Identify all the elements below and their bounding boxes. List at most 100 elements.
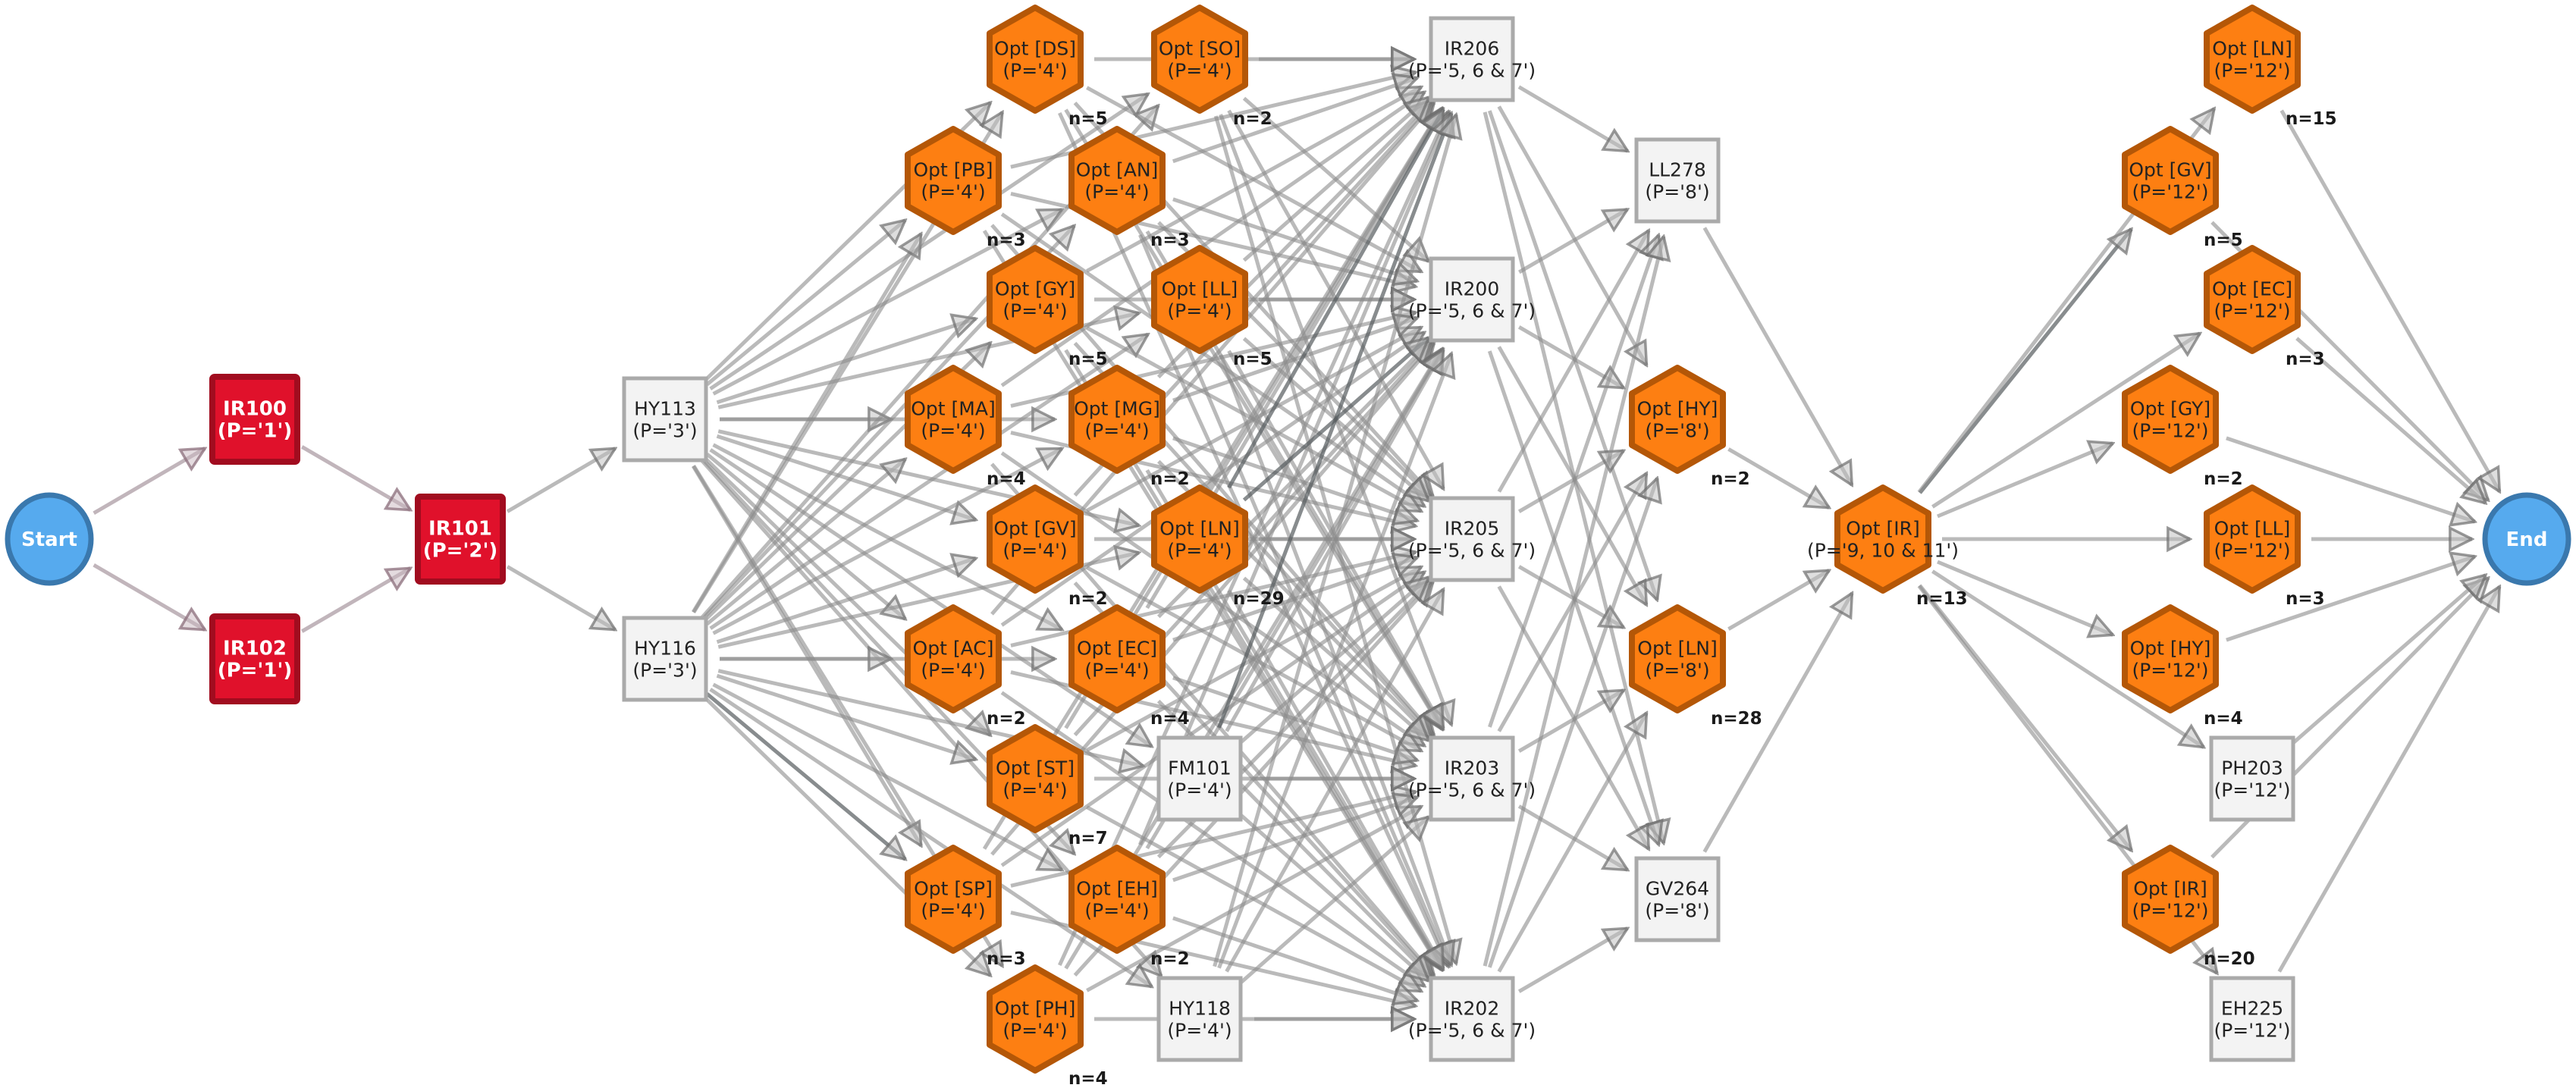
opt8_HY-hexagon-shape — [1629, 365, 1726, 474]
node-opt8_LN[interactable]: Opt [LN](P='8') — [1629, 604, 1726, 713]
opt9_IR-title: Opt [IR] — [1846, 518, 1920, 540]
node-PH203[interactable]: PH203(P='12') — [2209, 735, 2295, 822]
node-IR200[interactable]: IR200(P='5, 6 & 7') — [1408, 256, 1536, 343]
node-opt9_IR[interactable]: Opt [IR](P='9, 10 & 11') — [1807, 484, 1959, 594]
node-opt4_GV[interactable]: Opt [GV](P='4') — [987, 484, 1084, 594]
opt4_ST-period-label: (P='4') — [1002, 779, 1067, 801]
node-EH225[interactable]: EH225(P='12') — [2209, 976, 2295, 1062]
node-opt12_LN[interactable]: Opt [LN](P='12') — [2204, 5, 2301, 114]
opt4_LL-hexagon-shape — [1151, 245, 1248, 354]
edge-IR102-to-IR101 — [300, 566, 410, 633]
edge-IR206-to-opt8_LN — [1487, 110, 1657, 600]
edge-HY118-to-IR205 — [1225, 589, 1445, 973]
node-opt4_PB[interactable]: Opt [PB](P='4') — [905, 126, 1002, 235]
edge-HY116-to-opt4_GV — [716, 558, 977, 644]
node-opt4_EC[interactable]: Opt [EC](P='4') — [1068, 604, 1166, 713]
EH225-title: EH225 — [2221, 998, 2283, 1020]
opt12_LN-period-label: (P='12') — [2214, 60, 2290, 82]
opt12_IR-period-label: (P='12') — [2132, 900, 2208, 922]
node-opt4_SP[interactable]: Opt [SP](P='4') — [905, 845, 1002, 954]
node-opt4_EH[interactable]: Opt [EH](P='4') — [1068, 845, 1166, 954]
node-opt4_PH[interactable]: Opt [PH](P='4') — [987, 964, 1084, 1074]
opt4_ST-count-label: n=7 — [1068, 829, 1108, 848]
IR101-title: IR101 — [428, 518, 492, 541]
opt8_LN-period-label: (P='8') — [1645, 660, 1709, 682]
node-opt4_LN[interactable]: Opt [LN](P='4') — [1151, 484, 1248, 594]
node-start[interactable]: Start — [5, 492, 94, 586]
node-HY118[interactable]: HY118(P='4') — [1156, 976, 1243, 1062]
node-opt12_IR[interactable]: Opt [IR](P='12') — [2122, 845, 2219, 954]
edge-opt4_EH-to-IR202 — [1172, 916, 1417, 1001]
node-IR101[interactable]: IR101(P='2') — [415, 494, 506, 585]
node-opt12_GY[interactable]: Opt [GY](P='12') — [2122, 365, 2219, 474]
edge-IR203-to-LL278 — [1488, 235, 1658, 728]
node-opt4_MA[interactable]: Opt [MA](P='4') — [905, 365, 1002, 474]
node-opt8_HY[interactable]: Opt [HY](P='8') — [1629, 365, 1726, 474]
edge-opt9_IR-to-opt12_EC — [1931, 334, 2200, 509]
node-IR100[interactable]: IR100(P='1') — [209, 374, 300, 465]
node-opt12_EC[interactable]: Opt [EC](P='12') — [2204, 245, 2301, 354]
opt12_HY-count-label: n=4 — [2204, 709, 2243, 729]
opt4_AC-title: Opt [AC] — [913, 638, 994, 660]
opt12_LN-hexagon-shape — [2204, 5, 2301, 114]
opt12_GV-hexagon-shape — [2122, 126, 2219, 235]
opt12_GY-period-label: (P='12') — [2132, 420, 2208, 442]
node-opt4_MG[interactable]: Opt [MG](P='4') — [1068, 365, 1166, 474]
node-end[interactable]: End — [2482, 492, 2571, 586]
IR205-title: IR205 — [1445, 518, 1499, 540]
node-IR202[interactable]: IR202(P='5, 6 & 7') — [1408, 976, 1536, 1062]
opt4_DS-period-label: (P='4') — [1002, 60, 1067, 82]
node-IR205[interactable]: IR205(P='5, 6 & 7') — [1408, 496, 1536, 582]
opt4_LN-title: Opt [LN] — [1159, 518, 1239, 540]
node-IR206[interactable]: IR206(P='5, 6 & 7') — [1408, 16, 1536, 102]
opt4_LN-period-label: (P='4') — [1167, 540, 1232, 562]
node-opt12_GV[interactable]: Opt [GV](P='12') — [2122, 126, 2219, 235]
node-FM101[interactable]: FM101(P='4') — [1156, 735, 1243, 822]
node-HY116[interactable]: HY116(P='3') — [622, 616, 708, 702]
node-opt12_HY[interactable]: Opt [HY](P='12') — [2122, 604, 2219, 713]
opt4_EH-title: Opt [EH] — [1076, 878, 1157, 900]
node-opt4_AN[interactable]: Opt [AN](P='4') — [1068, 126, 1166, 235]
edge-opt4_SP-to-IR205 — [1000, 572, 1425, 867]
opt4_MA-count-label: n=4 — [987, 469, 1026, 489]
node-IR203[interactable]: IR203(P='5, 6 & 7') — [1408, 735, 1536, 822]
edge-opt4_MA-to-IR206 — [1000, 92, 1425, 387]
edge-opt4_LL-to-IR206 — [1242, 97, 1429, 262]
edge-FM101-to-IR206 — [1217, 113, 1452, 729]
node-opt4_DS[interactable]: Opt [DS](P='4') — [987, 5, 1084, 114]
IR100-box-shape — [209, 374, 300, 465]
opt4_SO-hexagon-shape — [1151, 5, 1248, 114]
node-IR102[interactable]: IR102(P='1') — [209, 613, 300, 704]
LL278-title: LL278 — [1649, 159, 1706, 181]
opt12_LN-count-label: n=15 — [2286, 109, 2337, 129]
node-opt4_LL[interactable]: Opt [LL](P='4') — [1151, 245, 1248, 354]
HY113-period-label: (P='3') — [632, 420, 697, 442]
edge-IR200-to-LL278 — [1518, 207, 1627, 274]
node-opt4_GY[interactable]: Opt [GY](P='4') — [987, 245, 1084, 354]
opt4_MG-period-label: (P='4') — [1084, 420, 1149, 442]
node-opt4_AC[interactable]: Opt [AC](P='4') — [905, 604, 1002, 713]
IR203-box-shape — [1429, 735, 1515, 822]
node-opt4_SO[interactable]: Opt [SO](P='4') — [1151, 5, 1248, 114]
opt4_DS-hexagon-shape — [987, 5, 1084, 114]
opt4_MG-hexagon-shape — [1068, 365, 1166, 474]
node-HY113[interactable]: HY113(P='3') — [622, 376, 708, 462]
opt9_IR-period-label: (P='9, 10 & 11') — [1807, 540, 1959, 562]
node-opt4_ST[interactable]: Opt [ST](P='4') — [987, 724, 1084, 833]
opt9_IR-count-label: n=13 — [1916, 589, 1968, 609]
edge-opt9_IR-to-opt12_GY — [1937, 444, 2113, 519]
opt4_GV-hexagon-shape — [987, 484, 1084, 594]
edge-HY118-to-IR200 — [1217, 353, 1452, 969]
node-LL278[interactable]: LL278(P='8') — [1634, 137, 1721, 224]
IR202-box-shape — [1429, 976, 1515, 1062]
opt12_IR-hexagon-shape — [2122, 845, 2219, 954]
node-opt12_LL[interactable]: Opt [LL](P='12') — [2204, 484, 2301, 594]
opt4_GY-title: Opt [GY] — [995, 278, 1075, 300]
IR100-title: IR100 — [223, 398, 287, 421]
opt12_GY-hexagon-shape — [2122, 365, 2219, 474]
edge-LL278-to-opt9_IR — [1702, 227, 1854, 485]
node-GV264[interactable]: GV264(P='8') — [1634, 856, 1721, 942]
opt12_GY-count-label: n=2 — [2204, 469, 2243, 489]
edge-IR202-to-LL278 — [1483, 237, 1664, 967]
